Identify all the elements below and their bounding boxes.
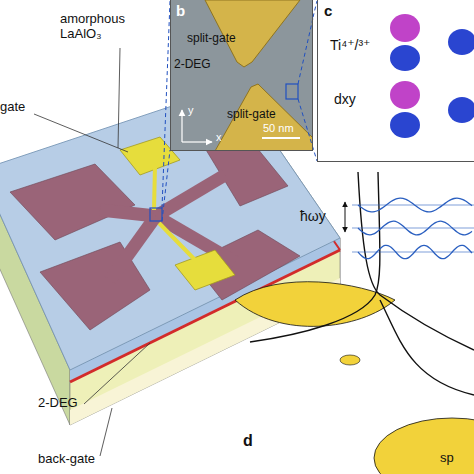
region-label: sp <box>440 451 454 466</box>
panel-letter: d <box>243 432 253 450</box>
zoom-leader <box>298 99 317 161</box>
wavefunction <box>358 245 472 258</box>
split-gate-electrode <box>215 84 313 151</box>
electron-density <box>374 418 474 474</box>
wavefunction <box>358 198 472 212</box>
energy-label: ħωy <box>300 208 326 224</box>
gate-label: gate <box>0 100 25 115</box>
axis-arrow <box>182 141 212 142</box>
gate-pad <box>175 250 235 290</box>
label-leader <box>34 114 128 152</box>
gate-label: split-gate <box>187 32 236 45</box>
region-label: 2-DEG <box>174 58 211 71</box>
zoom-leader <box>298 18 313 84</box>
wavefunction <box>358 221 472 235</box>
energy-level <box>352 205 474 206</box>
zoom-box <box>286 84 298 99</box>
zoom-leader <box>162 150 170 221</box>
gate-label: split-gate <box>227 108 276 121</box>
energy-level <box>352 228 474 229</box>
layer-label: 2-DEG <box>38 396 78 411</box>
potential-curve <box>358 172 474 350</box>
panel-letter: c <box>324 3 332 20</box>
energy-spacing-arrow <box>345 202 346 232</box>
panel-letter: b <box>176 3 185 20</box>
electron-density <box>235 282 395 327</box>
dxy-orbital <box>448 97 474 123</box>
zoom-leader <box>313 1 317 17</box>
sem-background <box>170 0 313 151</box>
two-deg-channel <box>156 216 235 262</box>
electron-density <box>340 355 360 365</box>
two-deg-channel <box>100 210 156 216</box>
panel-background <box>317 0 474 162</box>
scale-label: 50 nm <box>263 122 294 134</box>
ion-label: Ti⁴⁺/³⁺ <box>330 38 371 53</box>
energy-level <box>352 252 474 253</box>
gate-lead <box>159 223 200 265</box>
zoom-leader <box>162 1 170 208</box>
gate-lead <box>154 165 155 210</box>
axis-label: x <box>216 131 222 143</box>
sem-panel: bsplit-gate2-DEGsplit-gateyx50 nm <box>170 0 313 151</box>
dxy-orbital <box>390 112 420 138</box>
two-deg-channel <box>156 175 225 216</box>
ti-ion <box>390 81 420 109</box>
two-deg-pad <box>10 164 135 240</box>
axis-arrow <box>181 110 182 142</box>
orbital-label: dxy <box>334 92 356 107</box>
dxy-orbital <box>448 29 474 55</box>
zoom-box <box>150 208 162 221</box>
scale-bar <box>262 137 300 139</box>
layer-label: amorphous LaAlO₃ <box>60 12 160 42</box>
potential-curve <box>380 300 474 395</box>
potential-curve <box>250 172 380 342</box>
ti-ion <box>390 14 420 42</box>
label-leader <box>84 343 150 404</box>
two-deg-channel <box>110 216 156 280</box>
layer-label: back-gate <box>38 452 95 467</box>
dxy-orbital <box>390 45 420 71</box>
axis-label: y <box>188 104 194 116</box>
label-leader <box>100 408 112 456</box>
orbital-panel: cTi⁴⁺/³⁺ dxy <box>317 0 474 162</box>
label-leader <box>118 48 120 148</box>
